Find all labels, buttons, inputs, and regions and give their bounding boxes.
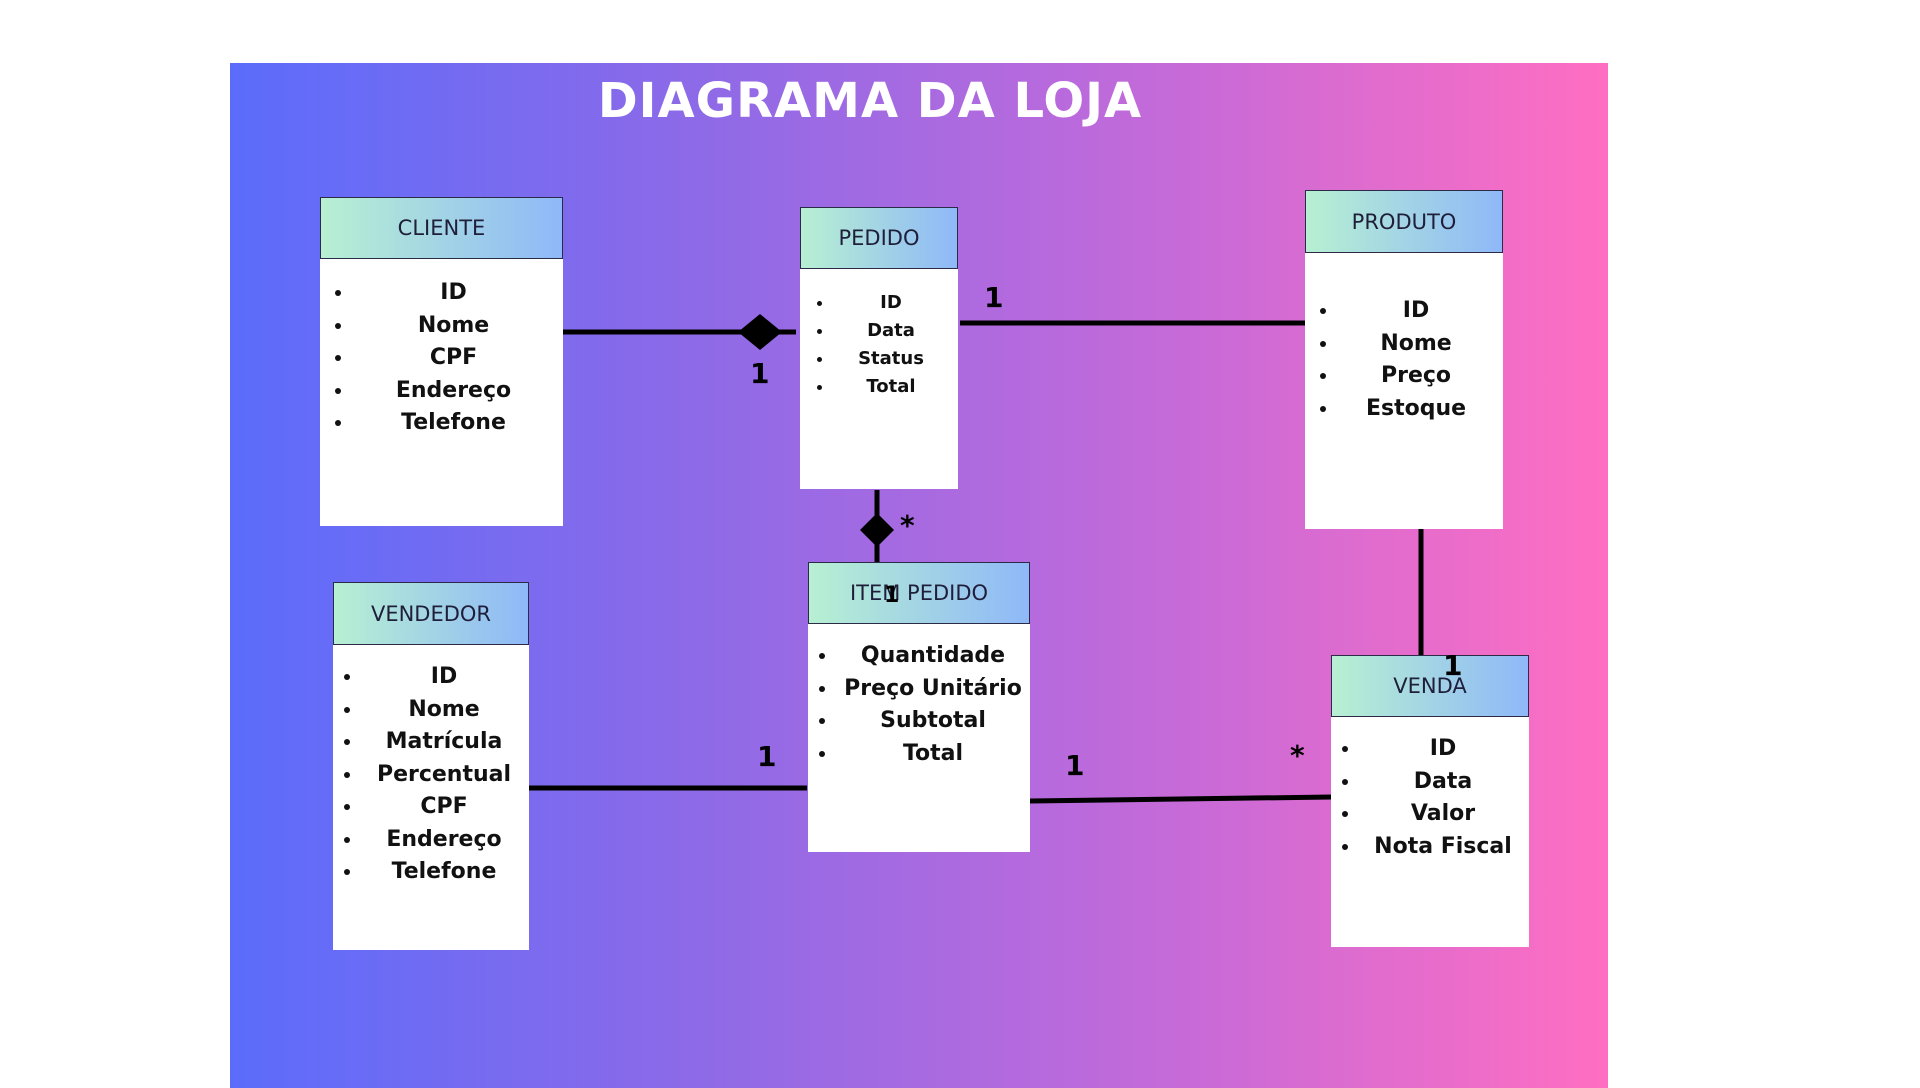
- cardinality-item-venda-one: 1: [1065, 749, 1085, 782]
- diamond-cliente-pedido: [738, 314, 782, 350]
- diamond-pedido-item: [860, 513, 894, 547]
- entity-produto-attributes: ID Nome Preço Estoque: [1305, 253, 1503, 425]
- attribute: Total: [838, 738, 1028, 771]
- attribute: ID: [1339, 295, 1493, 328]
- attribute: Endereço: [354, 375, 553, 408]
- cardinality-pedido-item-many: *: [900, 509, 915, 542]
- entity-produto-header: PRODUTO: [1305, 190, 1503, 253]
- diagram-canvas: DIAGRAMA DA LOJA CLIENTE ID Nome CPF End…: [230, 63, 1608, 1088]
- entity-cliente-attributes: ID Nome CPF Endereço Telefone: [320, 259, 563, 440]
- attribute: Telefone: [354, 407, 553, 440]
- entity-pedido-header: PEDIDO: [800, 207, 958, 269]
- attribute: Nome: [363, 694, 525, 727]
- cardinality-cliente-pedido: 1: [750, 357, 770, 390]
- connector-item-venda: [1029, 794, 1333, 804]
- entity-vendedor-attributes: ID Nome Matrícula Percentual CPF Endereç…: [333, 645, 529, 889]
- attribute: Estoque: [1339, 393, 1493, 426]
- cardinality-pedido-item-one: 1: [884, 583, 900, 608]
- attribute: Quantidade: [838, 640, 1028, 673]
- entity-item-pedido[interactable]: ITEM PEDIDO Quantidade Preço Unitário Su…: [808, 562, 1030, 852]
- attribute: Nota Fiscal: [1361, 831, 1525, 864]
- attribute: Matrícula: [363, 726, 525, 759]
- attribute: Data: [1361, 766, 1525, 799]
- entity-vendedor-header: VENDEDOR: [333, 582, 529, 645]
- entity-pedido[interactable]: PEDIDO ID Data Status Total: [800, 207, 958, 489]
- entity-item-pedido-attributes: Quantidade Preço Unitário Subtotal Total: [808, 624, 1030, 770]
- attribute: Total: [834, 373, 948, 401]
- cardinality-pedido-produto: 1: [984, 281, 1004, 314]
- attribute: ID: [354, 277, 553, 310]
- entity-cliente[interactable]: CLIENTE ID Nome CPF Endereço Telefone: [320, 197, 563, 526]
- attribute: Status: [834, 345, 948, 373]
- attribute: Percentual: [363, 759, 525, 792]
- entity-venda-header: VENDA: [1331, 655, 1529, 717]
- attribute: Endereço: [363, 824, 525, 857]
- attribute: ID: [363, 661, 525, 694]
- entity-vendedor[interactable]: VENDEDOR ID Nome Matrícula Percentual CP…: [333, 582, 529, 950]
- attribute: Valor: [1361, 798, 1525, 831]
- entity-cliente-header: CLIENTE: [320, 197, 563, 259]
- attribute: Nome: [1339, 328, 1493, 361]
- attribute: Data: [834, 317, 948, 345]
- cardinality-item-venda-many: *: [1290, 739, 1305, 772]
- attribute: ID: [1361, 733, 1525, 766]
- attribute: ID: [834, 289, 948, 317]
- cardinality-vendedor-item: 1: [757, 740, 777, 773]
- attribute: Preço Unitário: [838, 673, 1028, 706]
- attribute: Nome: [354, 310, 553, 343]
- attribute: Preço: [1339, 360, 1493, 393]
- attribute: Subtotal: [838, 705, 1028, 738]
- entity-pedido-attributes: ID Data Status Total: [800, 269, 958, 401]
- attribute: Telefone: [363, 856, 525, 889]
- entity-venda[interactable]: VENDA ID Data Valor Nota Fiscal: [1331, 655, 1529, 947]
- entity-produto[interactable]: PRODUTO ID Nome Preço Estoque: [1305, 190, 1503, 529]
- entity-venda-attributes: ID Data Valor Nota Fiscal: [1331, 717, 1529, 863]
- cardinality-produto-venda: 1: [1443, 649, 1463, 682]
- diagram-title: DIAGRAMA DA LOJA: [597, 73, 1143, 129]
- entity-item-pedido-header: ITEM PEDIDO: [808, 562, 1030, 624]
- attribute: CPF: [354, 342, 553, 375]
- attribute: CPF: [363, 791, 525, 824]
